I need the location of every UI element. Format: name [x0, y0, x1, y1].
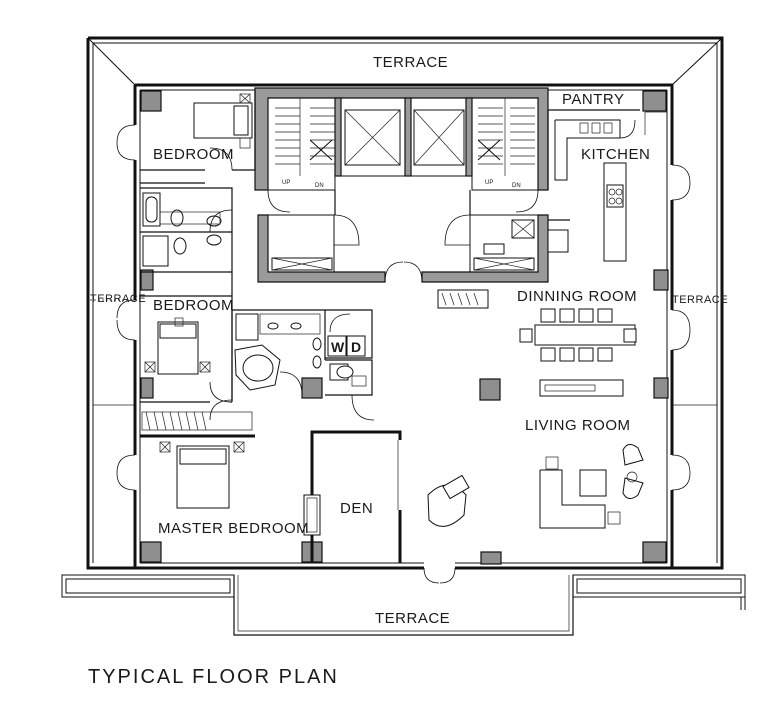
- pantry-label: PANTRY: [562, 91, 624, 108]
- terrace-left-label: TERRACE: [90, 293, 146, 305]
- terrace-bottom-label: TERRACE: [375, 610, 450, 627]
- outer-terrace-outline: [61, 36, 746, 636]
- bedroom-1-label: BEDROOM: [153, 146, 234, 163]
- kitchen-label: KITCHEN: [581, 146, 650, 163]
- dining-furniture: [437, 289, 637, 362]
- kitchen-area: [547, 109, 667, 262]
- building-exterior-walls: [116, 83, 691, 584]
- room-labels: TERRACE TERRACE TERRACE TERRACE PANTRY K…: [90, 54, 728, 627]
- terrace-right-label: TERRACE: [672, 294, 728, 306]
- stair-up-label-left: UP: [282, 180, 290, 186]
- master-bedroom-label: MASTER BEDROOM: [158, 520, 309, 537]
- bedroom-1: [140, 90, 256, 184]
- structural-columns: [140, 90, 669, 565]
- bathroom-left: [140, 187, 233, 273]
- terrace-top-label: TERRACE: [373, 54, 448, 71]
- bedroom-2: [140, 272, 233, 403]
- living-room-label: LIVING ROOM: [525, 417, 631, 434]
- bedroom-2-label: BEDROOM: [153, 297, 234, 314]
- stair-up-label-right: UP: [485, 180, 493, 186]
- dinning-room-label: DINNING ROOM: [517, 288, 637, 305]
- den-label: DEN: [340, 500, 373, 517]
- washer-label: W: [331, 339, 345, 355]
- stair-dn-label-left: DN: [315, 183, 324, 189]
- master-bedroom: [140, 399, 255, 509]
- central-core: UP DN UP DN: [254, 87, 549, 213]
- plan-title: TYPICAL FLOOR PLAN: [88, 666, 339, 688]
- living-furniture: [427, 379, 644, 529]
- laundry: W D: [325, 309, 375, 421]
- service-shafts: [257, 190, 570, 283]
- dryer-label: D: [351, 339, 361, 355]
- stair-dn-label-right: DN: [512, 183, 521, 189]
- den: [303, 430, 402, 563]
